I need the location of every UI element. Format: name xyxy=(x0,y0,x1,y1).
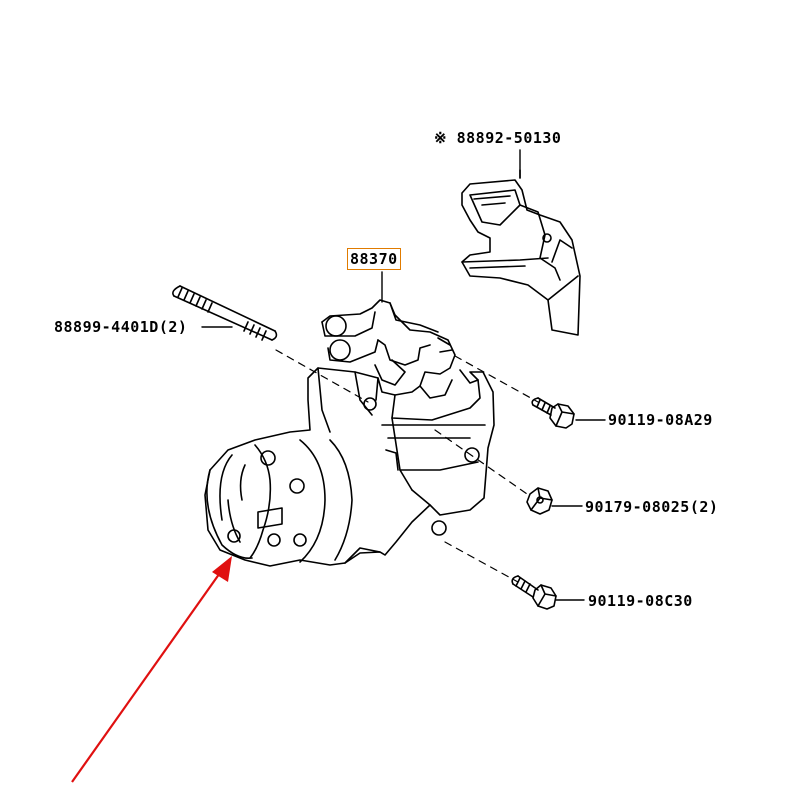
assembly-dash-lines xyxy=(275,349,539,583)
nut-drawing xyxy=(526,487,553,515)
compressor-drawing xyxy=(204,299,495,567)
stud-bolt-part-number: 88899-4401D(2) xyxy=(54,318,188,336)
bracket-part-number: 88892-50130 xyxy=(456,129,562,147)
bolt-lower-drawing xyxy=(511,575,557,610)
bracket-drawing xyxy=(461,169,581,336)
compressor-part-number[interactable]: 88370 xyxy=(347,248,401,270)
stud-bolt-drawing xyxy=(172,285,278,341)
bracket-part-label: ※ 88892-50130 xyxy=(434,129,561,147)
pointer-arrow xyxy=(71,556,232,783)
nut-part-number: 90179-08025(2) xyxy=(585,498,719,516)
leader-lines xyxy=(201,149,606,601)
bracket-mark: ※ xyxy=(434,129,448,147)
bolt-upper-part-number: 90119-08A29 xyxy=(608,411,713,429)
bolt-lower-part-number: 90119-08C30 xyxy=(588,592,693,610)
bolt-upper-drawing xyxy=(531,397,575,429)
